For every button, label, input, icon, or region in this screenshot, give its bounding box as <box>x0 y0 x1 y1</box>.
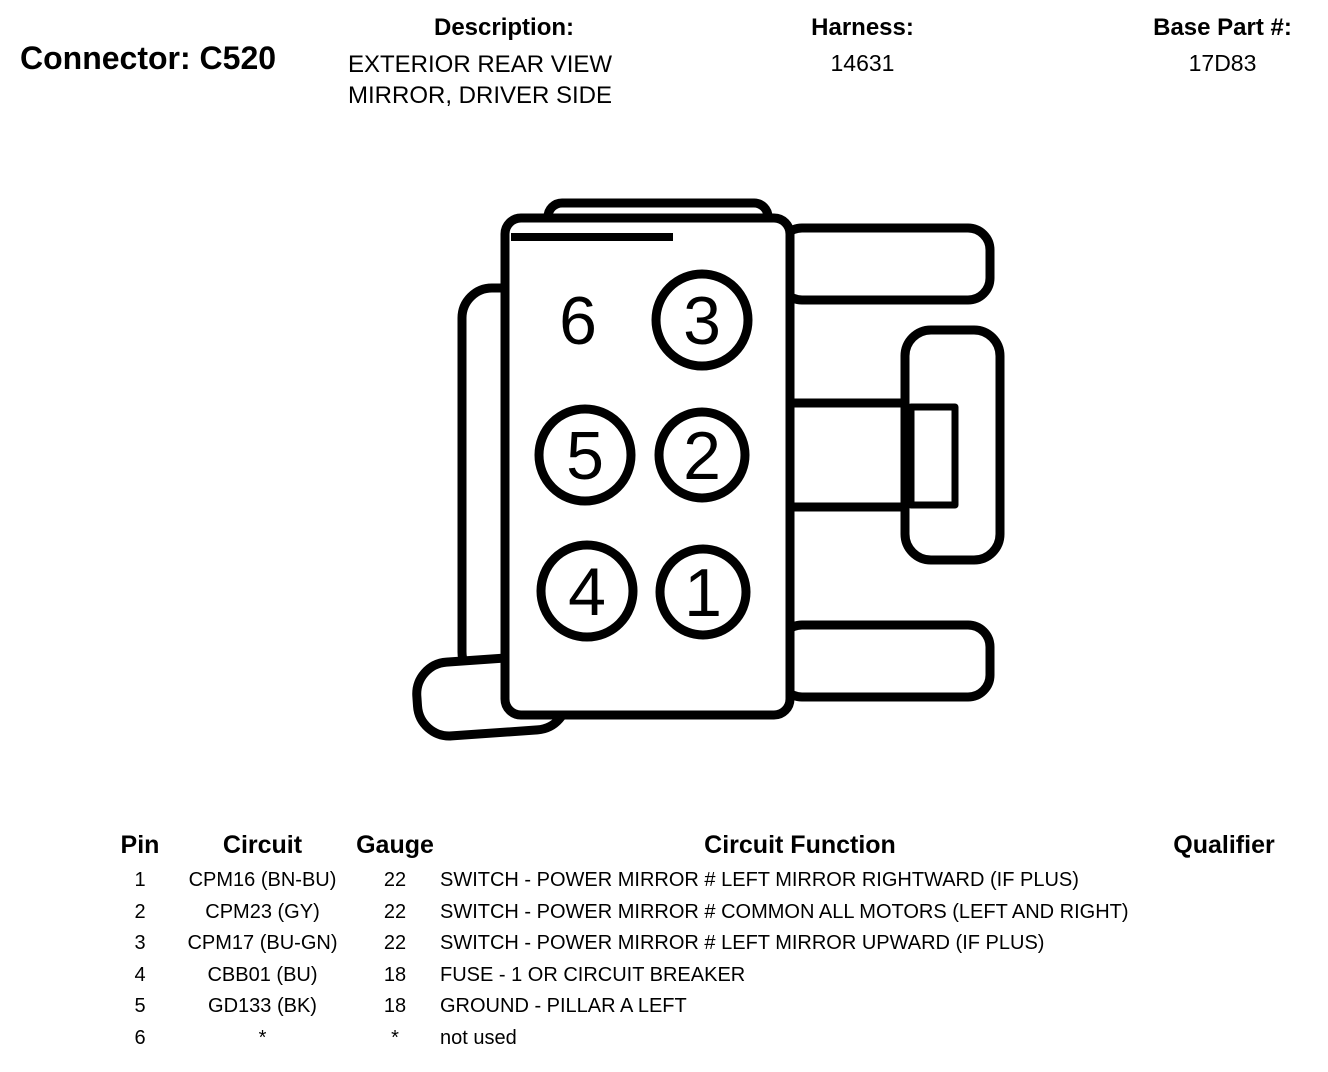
header-pin: Pin <box>120 831 160 859</box>
row-function: SWITCH - POWER MIRROR # LEFT MIRROR UPWA… <box>440 932 1045 955</box>
row-gauge: 18 <box>383 963 407 986</box>
row-pin: 5 <box>134 995 146 1018</box>
table-row: 1 CPM16 (BN-BU) 22 SWITCH - POWER MIRROR… <box>105 865 1288 897</box>
row-function: FUSE - 1 OR CIRCUIT BREAKER <box>440 963 746 986</box>
connector-bottom-wing <box>775 620 995 702</box>
connector-latch-inner <box>907 403 959 509</box>
row-circuit: CPM16 (BN-BU) <box>188 869 337 891</box>
header-circuit: Circuit <box>222 831 303 859</box>
table-row: 6 * * not used <box>105 1023 1288 1055</box>
row-gauge: 22 <box>383 869 407 891</box>
row-circuit: CBB01 (BU) <box>207 963 318 986</box>
row-circuit: CPM17 (BU-GN) <box>187 932 338 955</box>
row-function: SWITCH - POWER MIRROR # LEFT MIRROR RIGH… <box>440 869 1079 891</box>
pinout-table: Pin Circuit Gauge Circuit Function Quali… <box>105 830 1288 1055</box>
row-circuit: GD133 (BK) <box>208 995 317 1018</box>
pin-2-cavity <box>654 407 750 503</box>
row-pin: 1 <box>134 869 146 891</box>
row-gauge: * <box>391 1026 399 1049</box>
row-gauge: 22 <box>383 900 407 923</box>
connector-face-diagram: 6 3 5 2 4 1 <box>412 198 1005 741</box>
description-line1: EXTERIOR REAR VIEW <box>348 51 613 78</box>
pin-2-number: 2 <box>683 418 721 494</box>
row-gauge: 22 <box>383 932 407 955</box>
pin-3-cavity <box>651 269 753 371</box>
pin-5-number: 5 <box>566 418 604 494</box>
row-pin: 4 <box>134 963 146 986</box>
header-qualifier: Qualifier <box>1173 831 1275 859</box>
table-row: 3 CPM17 (BU-GN) 22 SWITCH - POWER MIRROR… <box>105 928 1288 960</box>
row-function: GROUND - PILLAR A LEFT <box>440 995 687 1018</box>
connector-latch-bar <box>775 398 915 512</box>
base-part-value: 17D83 <box>1188 50 1257 76</box>
harness-label: Harness: <box>811 14 914 41</box>
base-part-label: Base Part #: <box>1153 14 1292 41</box>
row-pin: 2 <box>134 900 146 923</box>
table-row: 2 CPM23 (GY) 22 SWITCH - POWER MIRROR # … <box>105 897 1288 929</box>
table-row: 4 CBB01 (BU) 18 FUSE - 1 OR CIRCUIT BREA… <box>105 960 1288 992</box>
description-line2: MIRROR, DRIVER SIDE <box>348 82 613 109</box>
row-function: not used <box>440 1026 517 1049</box>
pin-1-number: 1 <box>684 555 722 631</box>
row-gauge: 18 <box>383 995 407 1018</box>
description-block: Description: EXTERIOR REAR VIEW MIRROR, … <box>348 14 660 111</box>
connector-top-wing <box>775 223 995 305</box>
harness-value: 14631 <box>830 50 895 76</box>
row-circuit: * <box>258 1026 267 1049</box>
header-circuit-function: Circuit Function <box>704 831 896 859</box>
harness-block: Harness: 14631 <box>760 14 965 77</box>
row-pin: 3 <box>134 932 146 955</box>
row-pin: 6 <box>134 1026 146 1049</box>
row-circuit: CPM23 (GY) <box>205 900 320 923</box>
table-row: 5 GD133 (BK) 18 GROUND - PILLAR A LEFT <box>105 991 1288 1023</box>
base-part-block: Base Part #: 17D83 <box>1120 14 1325 77</box>
pin-4-cavity <box>536 540 638 642</box>
header-gauge: Gauge <box>356 831 434 859</box>
pin-1-cavity <box>655 544 751 640</box>
description-label: Description: <box>433 14 574 41</box>
pin-6-number: 6 <box>559 283 597 359</box>
connector-id-title: Connector: C520 <box>20 40 277 76</box>
pinout-table-header: Pin Circuit Gauge Circuit Function Quali… <box>105 830 1288 860</box>
pin-5-cavity <box>534 404 636 506</box>
pin-4-number: 4 <box>568 554 606 630</box>
pin-3-number: 3 <box>683 283 721 359</box>
row-function: SWITCH - POWER MIRROR # COMMON ALL MOTOR… <box>440 900 1129 923</box>
